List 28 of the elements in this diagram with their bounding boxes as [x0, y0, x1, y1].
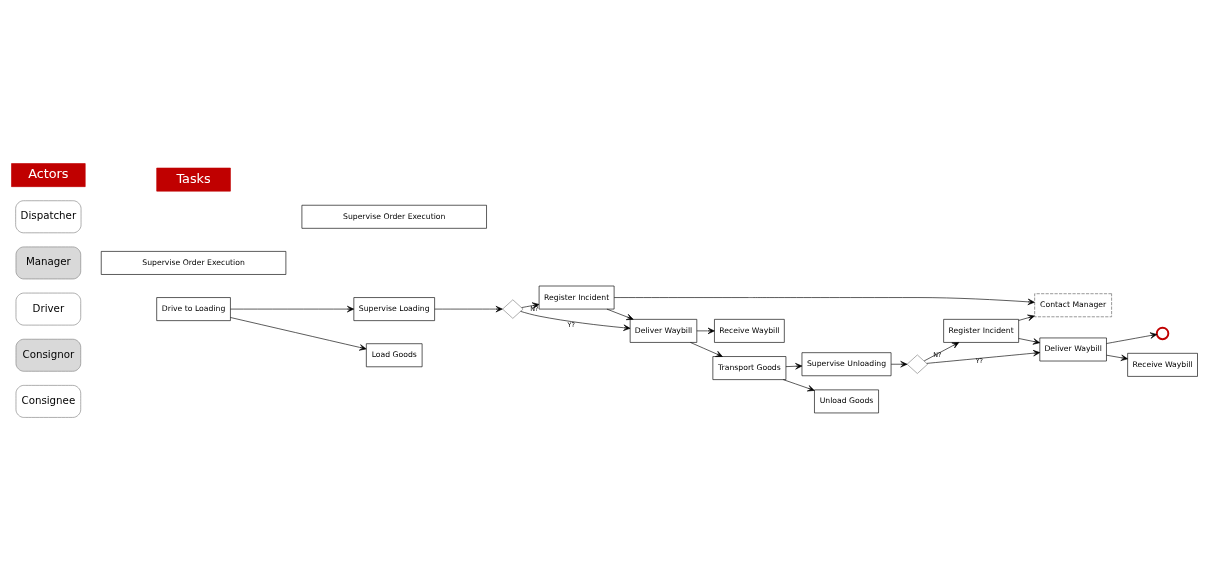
node-box: Actors [11, 162, 86, 187]
node-box: Consignee [15, 384, 82, 418]
node-box: Driver [15, 292, 82, 325]
arrow [230, 316, 367, 351]
arrow [1106, 331, 1158, 344]
arrow [520, 310, 631, 331]
arrow [1018, 337, 1041, 345]
node-box: Manager [15, 246, 82, 279]
node-diamond [502, 299, 524, 319]
arrow [785, 362, 803, 369]
node-box: Dispatcher [15, 199, 82, 233]
arrow [434, 305, 503, 312]
arrow [782, 378, 815, 391]
arrow [606, 308, 634, 320]
arrow [690, 341, 723, 357]
arrow [923, 341, 960, 361]
arrow [696, 327, 715, 334]
arrow [613, 296, 1035, 305]
arrow [230, 305, 355, 312]
arrow [1106, 354, 1128, 361]
node-circle [1155, 326, 1170, 340]
arrow [890, 360, 908, 367]
node-diamond [906, 354, 928, 374]
node-box: Tasks [156, 167, 231, 191]
arrow [1018, 314, 1035, 321]
arrow [926, 349, 1041, 364]
node-box: Consignor [15, 338, 82, 372]
arrow [521, 301, 540, 309]
